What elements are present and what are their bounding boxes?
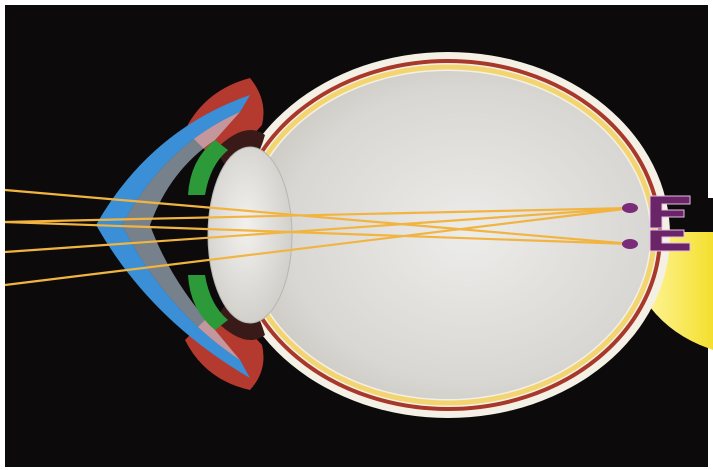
focal-point-upper [622,203,638,213]
vitreous-body [246,71,650,399]
focal-point-lower [622,239,638,249]
